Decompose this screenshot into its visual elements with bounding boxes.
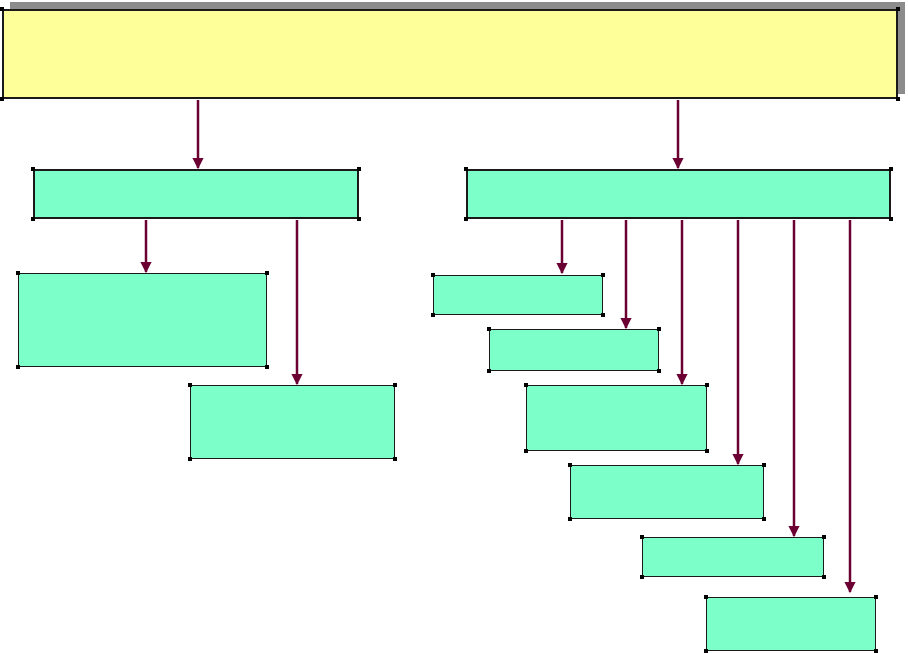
box-corner-handle [487, 327, 491, 331]
box-corner-handle [704, 649, 708, 653]
box-corner-handle [357, 167, 361, 171]
box-corner-handle [762, 517, 766, 521]
box-corner-handle [889, 167, 893, 171]
right-branch-box [466, 169, 891, 219]
box-corner-handle [568, 517, 572, 521]
box-corner-handle [431, 313, 435, 317]
box-corner-handle [31, 217, 35, 221]
box-corner-handle [464, 167, 468, 171]
box-corner-handle [705, 383, 709, 387]
box-corner-handle [265, 365, 269, 369]
right-child-box-5 [642, 537, 824, 577]
box-corner-handle [896, 97, 900, 101]
box-corner-handle [762, 463, 766, 467]
box-corner-handle [393, 457, 397, 461]
box-corner-handle [657, 327, 661, 331]
box-corner-handle [889, 217, 893, 221]
box-corner-handle [524, 449, 528, 453]
box-corner-handle [640, 575, 644, 579]
box-corner-handle [705, 449, 709, 453]
box-corner-handle [31, 167, 35, 171]
box-corner-handle [874, 595, 878, 599]
box-corner-handle [487, 369, 491, 373]
box-corner-handle [393, 383, 397, 387]
box-corner-handle [16, 271, 20, 275]
box-corner-handle [0, 7, 4, 11]
box-corner-handle [188, 383, 192, 387]
box-corner-handle [568, 463, 572, 467]
box-corner-handle [657, 369, 661, 373]
box-corner-handle [822, 535, 826, 539]
box-corner-handle [0, 97, 4, 101]
box-corner-handle [640, 535, 644, 539]
box-corner-handle [601, 313, 605, 317]
box-corner-handle [357, 217, 361, 221]
right-child-box-3 [526, 385, 707, 451]
box-corner-handle [874, 649, 878, 653]
right-child-box-1 [433, 275, 603, 315]
right-child-box-4 [570, 465, 764, 519]
box-corner-handle [704, 595, 708, 599]
box-corner-handle [431, 273, 435, 277]
right-child-box-2 [489, 329, 659, 371]
left-child-box-1 [18, 273, 267, 367]
box-corner-handle [822, 575, 826, 579]
box-corner-handle [524, 383, 528, 387]
left-child-box-2 [190, 385, 395, 459]
box-corner-handle [896, 7, 900, 11]
box-corner-handle [188, 457, 192, 461]
title-box [2, 9, 898, 99]
box-corner-handle [601, 273, 605, 277]
left-branch-box [33, 169, 359, 219]
box-corner-handle [16, 365, 20, 369]
box-corner-handle [265, 271, 269, 275]
right-child-box-6 [706, 597, 876, 651]
box-corner-handle [464, 217, 468, 221]
